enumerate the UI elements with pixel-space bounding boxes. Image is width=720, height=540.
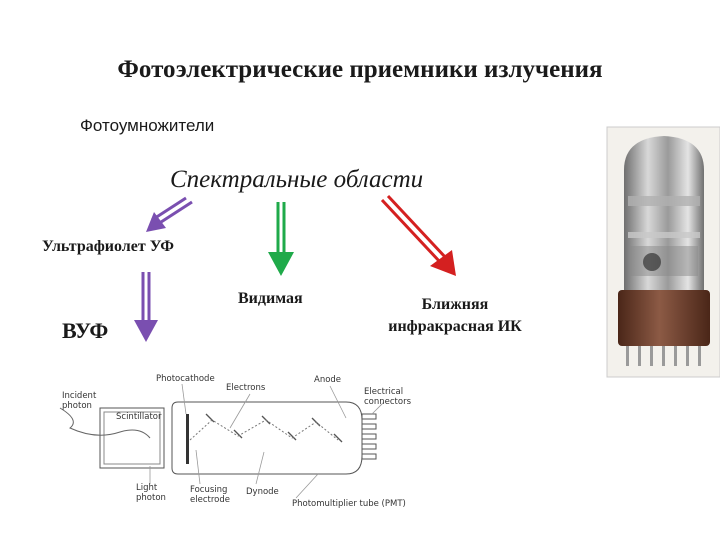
pmt-tube-outline	[171, 401, 363, 475]
near-ir-label-line2: инфракрасная ИК	[388, 318, 522, 335]
electrons-label: Electrons	[226, 383, 266, 393]
visible-label: Видимая	[238, 290, 303, 307]
tube-base	[618, 290, 710, 346]
scintillator-box	[99, 407, 165, 469]
pmt-tube-label: Photomultiplier tube (PMT)	[292, 499, 406, 509]
ir-arrow	[380, 194, 456, 276]
uv-label: Ультрафиолет УФ	[42, 238, 175, 255]
electron-paths	[189, 419, 339, 441]
incident-photon-label-2: photon	[62, 401, 92, 411]
light-photon-label-1: Light	[136, 483, 158, 493]
uv-arrow	[146, 196, 193, 232]
connectors-label-2: connectors	[364, 397, 412, 407]
vuv-arrow	[134, 272, 158, 342]
spectral-regions-heading: Спектральные области	[170, 166, 424, 193]
focusing-electrode-label-1: Focusing	[190, 485, 227, 495]
vuv-label: ВУФ	[62, 318, 109, 343]
scintillator-label: Scintillator	[116, 412, 162, 422]
visible-arrow	[268, 202, 294, 276]
light-photon-label-2: photon	[136, 493, 166, 503]
near-ir-label-line1: Ближняя	[421, 296, 489, 313]
focusing-electrode-label-2: electrode	[190, 495, 230, 505]
photocathode-label: Photocathode	[156, 374, 215, 384]
anode-label: Anode	[314, 375, 341, 385]
incident-photon-label-1: Incident	[62, 391, 97, 401]
dynode-label: Dynode	[246, 487, 279, 497]
slide-subtitle: Фотоумножители	[80, 116, 215, 135]
photocathode-plate	[186, 414, 189, 464]
slide-title: Фотоэлектрические приемники излучения	[117, 56, 603, 83]
connector-pins	[361, 413, 377, 460]
connectors-label-1: Electrical	[364, 387, 403, 397]
base-pins	[626, 346, 701, 366]
